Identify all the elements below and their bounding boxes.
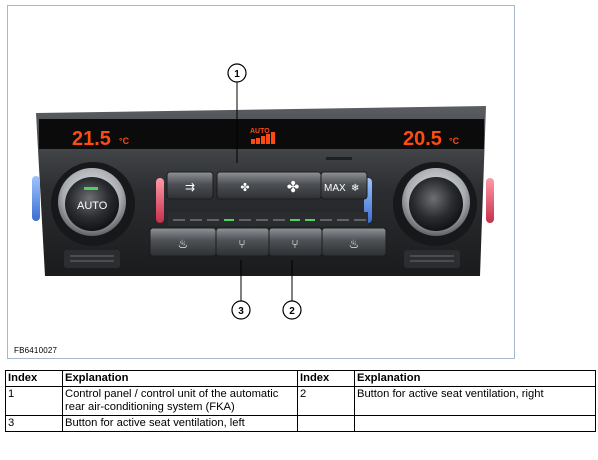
auto-button-label[interactable]: AUTO	[77, 200, 108, 212]
fan-low-icon: ✤	[240, 181, 249, 194]
table-cell-explanation	[354, 415, 596, 432]
seat-ventilation-left-button[interactable]: ⑂	[215, 227, 270, 257]
seat-ventilation-icon: ⑂	[238, 237, 245, 251]
table-row: 3 Button for active seat ventilation, le…	[5, 415, 596, 432]
temp-left-unit: °C	[119, 136, 130, 146]
table-cell-explanation: Control panel / control unit of the auto…	[62, 386, 298, 416]
max-button[interactable]: MAX ❄	[320, 171, 368, 200]
right-temp-up-indicator	[486, 178, 494, 223]
seat-ventilation-icon: ⑂	[291, 237, 298, 251]
left-temp-down-indicator	[32, 176, 40, 221]
table-cell-index: 1	[5, 386, 63, 416]
max-button-label: MAX	[324, 183, 346, 194]
seat-heating-icon: ♨	[178, 237, 189, 251]
column-header-index: Index	[297, 370, 355, 387]
auto-indicator: AUTO	[250, 128, 270, 135]
column-header-index: Index	[5, 370, 63, 387]
auto-led	[84, 187, 98, 190]
table-row: 1 Control panel / control unit of the au…	[5, 386, 596, 416]
column-header-explanation: Explanation	[62, 370, 298, 387]
callout-1: 1	[227, 63, 247, 83]
table-cell-explanation: Button for active seat ventilation, left	[62, 415, 298, 432]
fan-level-icon	[251, 132, 275, 144]
left-temp-up-indicator	[156, 178, 164, 223]
figure-frame: 21.5 °C 20.5 °C AUTO AUTO ⇉	[7, 5, 515, 359]
temp-right-display: 20.5	[403, 128, 442, 150]
table-cell-index: 3	[5, 415, 63, 432]
svg-text:3: 3	[238, 306, 244, 317]
seat-heating-left-button[interactable]: ♨	[149, 227, 217, 257]
callout-2: 2	[282, 300, 302, 320]
table-cell-index: 2	[297, 386, 355, 416]
legend-table: Index Explanation Index Explanation 1 Co…	[5, 370, 596, 432]
control-panel-illustration: 21.5 °C 20.5 °C AUTO AUTO ⇉	[32, 63, 494, 320]
airflow-button[interactable]: ⇉	[166, 171, 214, 200]
airflow-icon: ⇉	[185, 180, 195, 194]
svg-text:1: 1	[234, 69, 240, 80]
callout-3: 3	[231, 300, 251, 320]
snowflake-icon: ❄	[351, 183, 359, 194]
seat-heating-right-button[interactable]: ♨	[321, 227, 387, 257]
temp-right-unit: °C	[449, 136, 460, 146]
temp-left-display: 21.5	[72, 128, 111, 150]
fan-button[interactable]: ✤ ✤	[216, 171, 322, 200]
seat-heating-icon: ♨	[349, 237, 360, 251]
fan-high-icon: ✤	[287, 178, 300, 196]
table-header-row: Index Explanation Index Explanation	[5, 370, 596, 387]
seat-ventilation-right-button[interactable]: ⑂	[268, 227, 323, 257]
led-strip	[173, 219, 366, 221]
table-cell-explanation: Button for active seat ventilation, righ…	[354, 386, 596, 416]
figure-code: FB6410027	[14, 346, 58, 355]
svg-text:2: 2	[289, 306, 295, 317]
column-header-explanation: Explanation	[354, 370, 596, 387]
table-cell-index	[297, 415, 355, 432]
